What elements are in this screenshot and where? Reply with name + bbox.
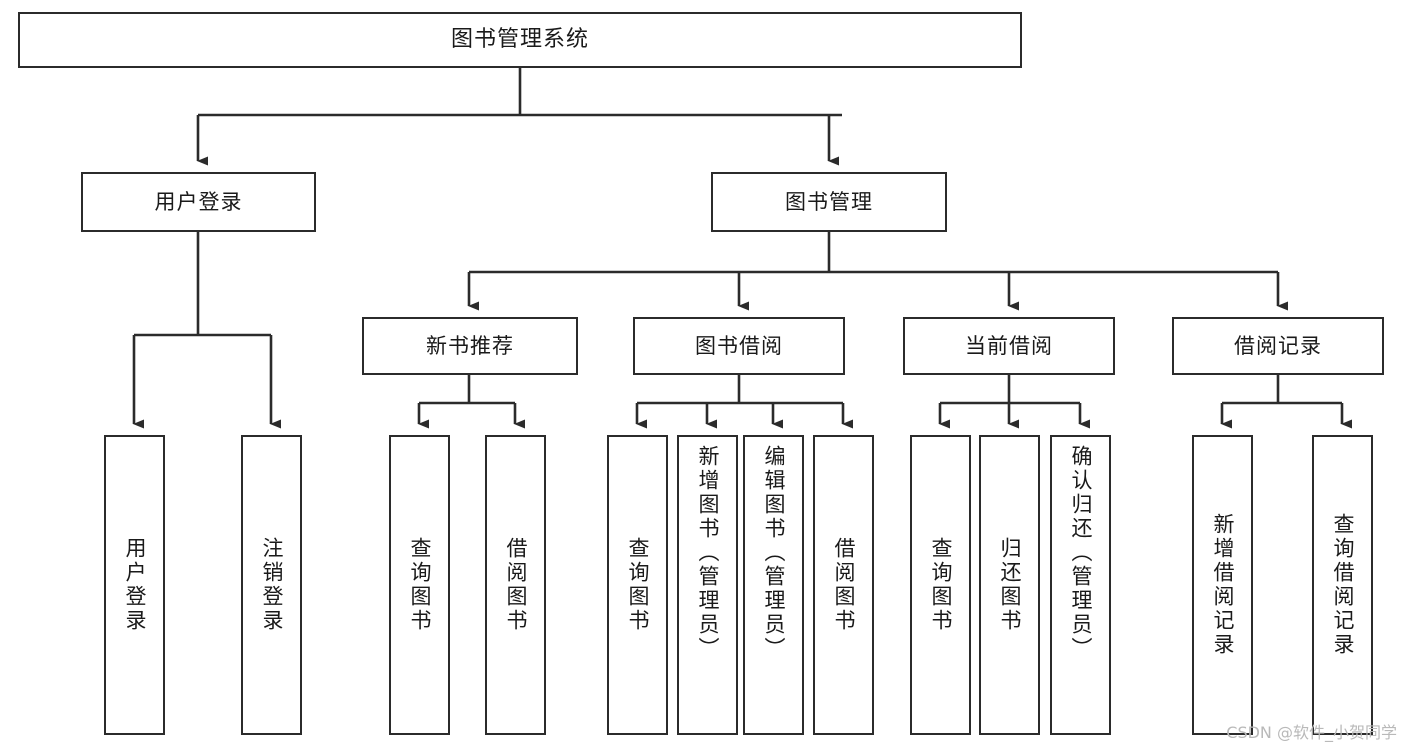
leaf-confirm-return-label: 确认归还（管理员） [1069,445,1093,661]
leaf-query-book-1-label: 查询图书 [408,537,432,633]
leaf-logout[interactable]: 注销登录 [241,435,302,735]
leaf-confirm-return[interactable]: 确认归还（管理员） [1050,435,1111,735]
leaf-query-record[interactable]: 查询借阅记录 [1312,435,1373,735]
leaf-borrow-book-2-label: 借阅图书 [832,537,856,633]
node-user-login-label: 用户登录 [154,189,243,214]
leaf-user-login-label: 用户登录 [123,537,147,633]
leaf-add-record[interactable]: 新增借阅记录 [1192,435,1253,735]
leaf-user-login[interactable]: 用户登录 [104,435,165,735]
leaf-edit-book-label: 编辑图书（管理员） [762,445,786,661]
leaf-query-record-label: 查询借阅记录 [1331,513,1355,657]
leaf-query-book-3[interactable]: 查询图书 [910,435,971,735]
leaf-borrow-book-1[interactable]: 借阅图书 [485,435,546,735]
leaf-add-book[interactable]: 新增图书（管理员） [677,435,738,735]
leaf-query-book-1[interactable]: 查询图书 [389,435,450,735]
node-current-borrow-label: 当前借阅 [965,333,1053,358]
leaf-add-record-label: 新增借阅记录 [1211,513,1235,657]
node-current-borrow[interactable]: 当前借阅 [903,317,1115,375]
node-borrow-record[interactable]: 借阅记录 [1172,317,1384,375]
node-book-borrow[interactable]: 图书借阅 [633,317,845,375]
leaf-logout-label: 注销登录 [260,537,284,633]
node-book-manage-label: 图书管理 [785,189,873,214]
node-book-manage[interactable]: 图书管理 [711,172,947,232]
node-root[interactable]: 图书管理系统 [18,12,1022,68]
leaf-return-book-label: 归还图书 [998,537,1022,633]
leaf-add-book-label: 新增图书（管理员） [696,445,720,661]
leaf-query-book-2[interactable]: 查询图书 [607,435,668,735]
watermark: CSDN @软件_小贺同学 [1226,723,1397,742]
leaf-borrow-book-1-label: 借阅图书 [504,537,528,633]
leaf-query-book-2-label: 查询图书 [626,537,650,633]
node-borrow-record-label: 借阅记录 [1234,333,1322,358]
leaf-query-book-3-label: 查询图书 [929,537,953,633]
node-new-book-rec-label: 新书推荐 [426,333,514,358]
node-user-login[interactable]: 用户登录 [81,172,316,232]
leaf-return-book[interactable]: 归还图书 [979,435,1040,735]
node-new-book-rec[interactable]: 新书推荐 [362,317,578,375]
node-book-borrow-label: 图书借阅 [695,333,783,358]
leaf-edit-book[interactable]: 编辑图书（管理员） [743,435,804,735]
node-root-label: 图书管理系统 [450,27,589,53]
leaf-borrow-book-2[interactable]: 借阅图书 [813,435,874,735]
